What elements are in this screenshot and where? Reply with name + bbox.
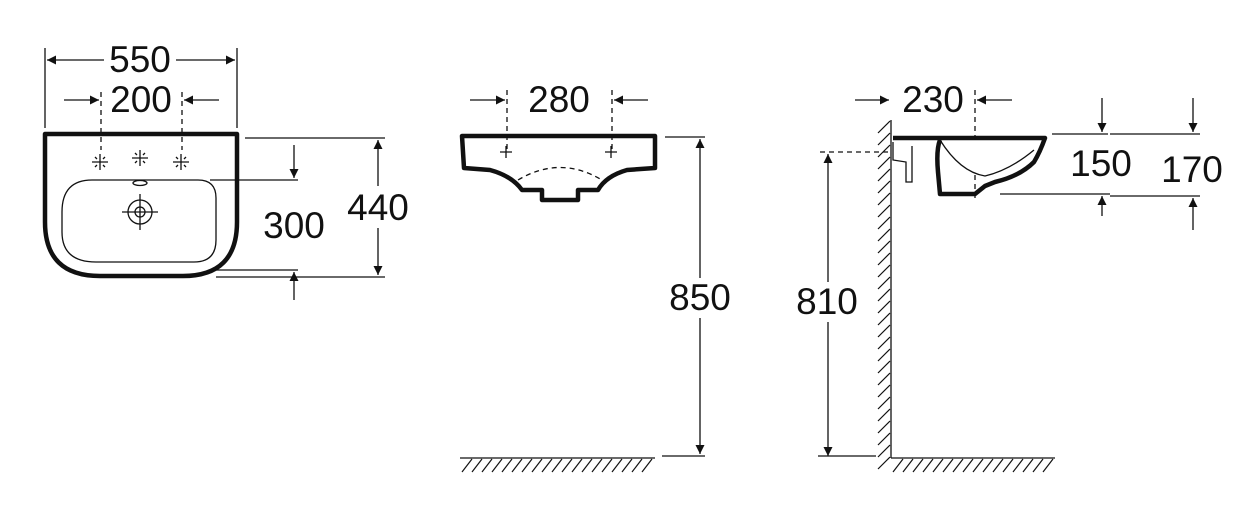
dim-mount-height: 810	[796, 281, 858, 322]
front-elevation-view: 280 850	[459, 79, 731, 473]
overflow-hole	[132, 179, 148, 187]
tap-hole-right-icon	[173, 154, 189, 170]
hole-right-icon	[605, 146, 617, 158]
dim-tap-spacing: 200	[110, 79, 172, 120]
dim-front-width: 550	[109, 39, 171, 80]
side-view: 230 150 170 810	[796, 79, 1223, 473]
dim-projection: 230	[902, 79, 964, 120]
hole-left-icon	[500, 146, 512, 158]
tap-hole-left-icon	[92, 154, 108, 170]
dim-top-hole-spacing: 280	[528, 79, 590, 120]
basin-outline	[42, 131, 240, 279]
tap-hole-center-icon	[132, 150, 148, 166]
front-view: 550 200 300 440	[42, 39, 409, 300]
dim-bowl-depth: 150	[1070, 143, 1132, 184]
drain-icon	[122, 194, 158, 230]
dim-basin-depth: 300	[263, 205, 325, 246]
floor-hatch	[460, 457, 655, 473]
wall-hatch	[877, 120, 1055, 473]
bowl-outline	[61, 179, 217, 263]
dim-rim-height: 850	[669, 277, 731, 318]
elevation-outline	[459, 133, 658, 203]
side-section-outline	[893, 135, 1048, 197]
dim-overall-height: 170	[1161, 149, 1223, 190]
dim-overall-depth: 440	[347, 187, 409, 228]
